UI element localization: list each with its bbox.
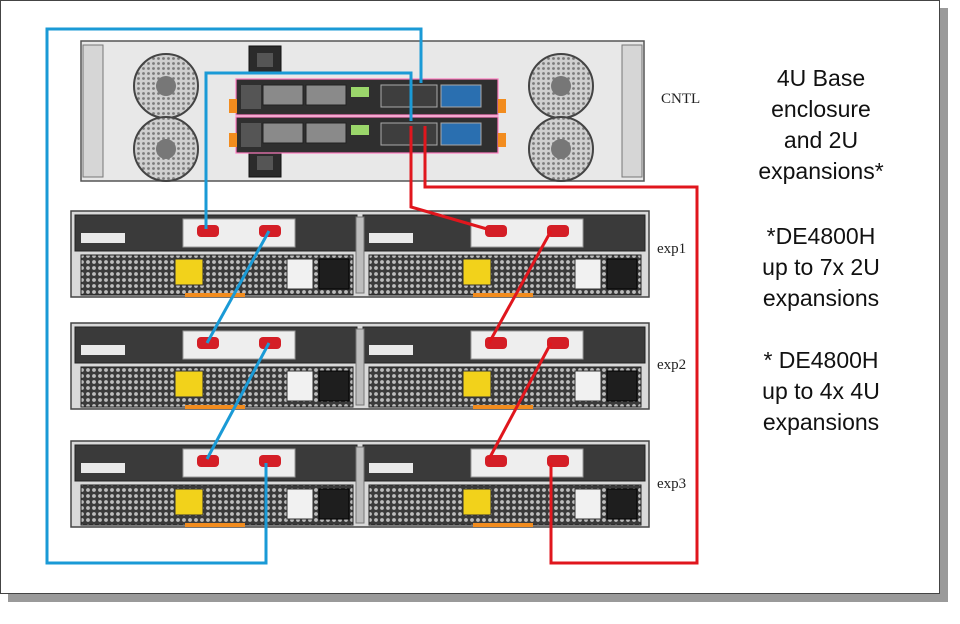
warning-label-icon <box>462 488 492 516</box>
sas-port-icon <box>259 337 281 349</box>
sas-port-icon <box>259 225 281 237</box>
cabling-diagram <box>45 27 699 565</box>
iom-module-b <box>362 326 646 409</box>
power-switch-icon <box>574 488 602 520</box>
power-inlet-icon <box>318 488 350 520</box>
expansion-note-2u: *DE4800H up to 7x 2U expansions <box>762 223 880 311</box>
power-inlet-icon <box>318 370 350 402</box>
iom-module-b <box>362 214 646 297</box>
controller-label: CNTL <box>661 91 701 107</box>
sas-port-icon <box>547 337 569 349</box>
power-switch-icon <box>286 258 314 290</box>
sas-port-icon <box>485 455 507 467</box>
expansion-label-2: exp2 <box>657 357 687 373</box>
cable-path-b <box>409 126 699 565</box>
warning-label-icon <box>174 258 204 286</box>
power-inlet-icon <box>606 258 638 290</box>
expansion-label-1: exp1 <box>657 241 687 257</box>
sas-port-icon <box>197 225 219 237</box>
iom-module-a <box>74 214 358 297</box>
diagram-frame: CNTL exp1 exp2 exp3 4U Base enclosure an… <box>0 0 940 594</box>
iom-module-a <box>74 326 358 409</box>
cable-path-a <box>45 27 423 565</box>
power-switch-icon <box>574 370 602 402</box>
controller-a <box>235 78 499 116</box>
power-switch-icon <box>286 488 314 520</box>
expansion-label-3: exp3 <box>657 476 687 492</box>
power-inlet-icon <box>606 488 638 520</box>
expansion-enclosures <box>70 210 650 528</box>
expansion-enclosure-1 <box>70 210 650 298</box>
expansion-note-4u: * DE4800H up to 4x 4U expansions <box>762 347 880 435</box>
sas-port-icon <box>197 455 219 467</box>
iom-module-a <box>74 444 358 527</box>
fan-icon <box>528 53 594 182</box>
power-inlet-icon <box>606 370 638 402</box>
warning-label-icon <box>462 258 492 286</box>
sas-port-icon <box>547 225 569 237</box>
sas-port-icon <box>259 455 281 467</box>
power-inlet-icon <box>318 258 350 290</box>
warning-label-icon <box>174 370 204 398</box>
power-switch-icon <box>286 370 314 402</box>
iom-module-b <box>362 444 646 527</box>
expansion-enclosure-2 <box>70 322 650 410</box>
expansion-enclosure-3 <box>70 440 650 528</box>
sas-port-icon <box>485 337 507 349</box>
warning-label-icon <box>462 370 492 398</box>
warning-label-icon <box>174 488 204 516</box>
sas-port-icon <box>485 225 507 237</box>
controller-b <box>235 116 499 154</box>
title-note: 4U Base enclosure and 2U expansions* <box>758 65 884 184</box>
controller-enclosure <box>80 40 645 182</box>
fan-icon <box>133 53 199 182</box>
power-switch-icon <box>574 258 602 290</box>
